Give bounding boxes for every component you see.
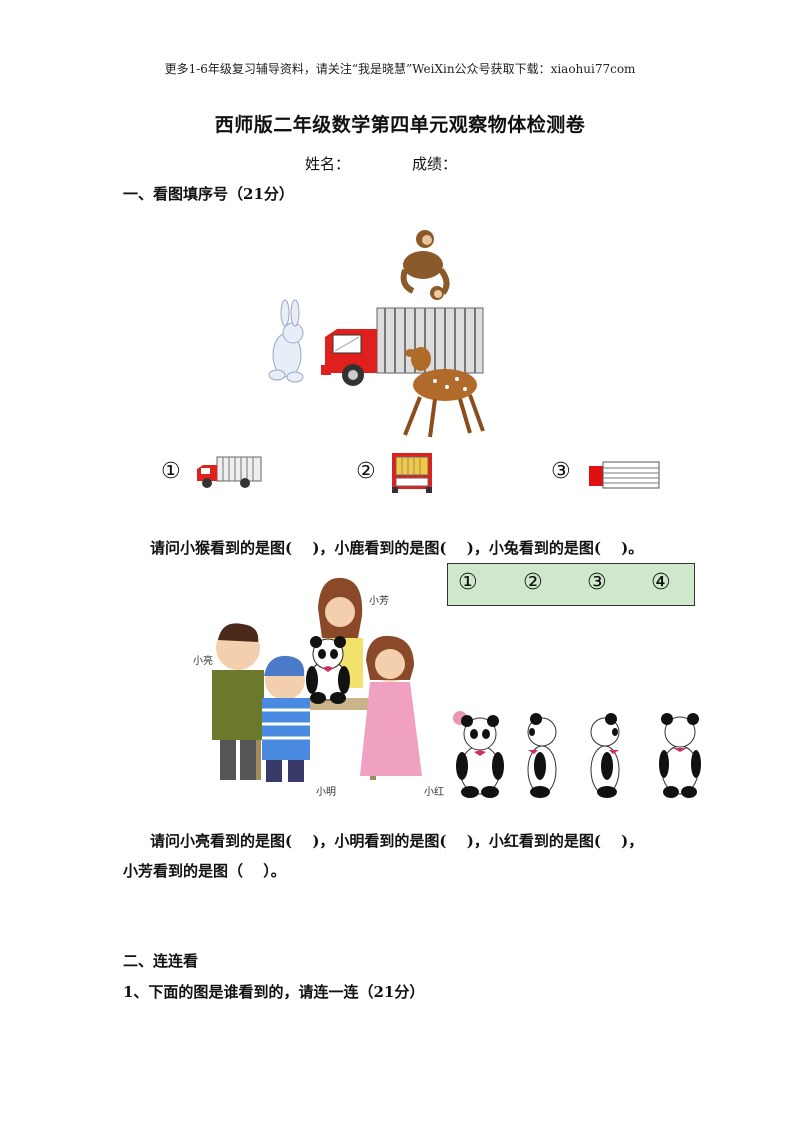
- section1-heading: 一、看图填序号（21分）: [123, 185, 294, 203]
- page-title: 西师版二年级数学第四单元观察物体检测卷: [214, 114, 586, 136]
- name-label: 姓名：: [305, 155, 351, 173]
- question-panda-line1: 请问小亮看到的是图( )，小明看到的是图( )，小红看到的是图( )，: [150, 832, 644, 850]
- panda-front-view-icon: [453, 711, 504, 798]
- choice-2: ②: [523, 570, 543, 595]
- children-panda-scene-illustration: [212, 577, 422, 782]
- panda-back-view-icon: [659, 713, 701, 798]
- option-3-label: ③: [551, 459, 571, 484]
- choice-3: ③: [587, 570, 607, 595]
- rabbit-illustration: [268, 299, 304, 383]
- option-2-label: ②: [356, 459, 376, 484]
- header-note: 更多1-6年级复习辅导资料，请关注“我是晓慧”WeiXin公众号获取下载：xia…: [164, 62, 636, 76]
- label-xiaofang: 小芳: [369, 596, 389, 607]
- score-label: 成绩：: [412, 155, 458, 173]
- label-xiaohong: 小红: [424, 787, 444, 798]
- truck-top-view-icon: [589, 461, 660, 489]
- option-1-label: ①: [161, 459, 181, 484]
- section2-heading: 二、连连看: [123, 952, 199, 970]
- panda-side-left-view-icon: [527, 713, 557, 798]
- truck-side-view-icon: [197, 456, 262, 488]
- label-xiaoliang: 小亮: [193, 656, 213, 667]
- panda-choice-box: ① ② ③ ④: [447, 563, 695, 606]
- monkey-illustration: [400, 230, 450, 300]
- choice-1: ①: [458, 570, 478, 595]
- label-xiaoming: 小明: [316, 787, 336, 798]
- deer-illustration: [403, 347, 485, 438]
- panda-side-right-view-icon: [590, 713, 620, 798]
- truck-scene-illustration: [268, 230, 485, 438]
- truck-front-view-icon: [392, 453, 432, 493]
- question-truck: 请问小猴看到的是图( )，小鹿看到的是图( )，小兔看到的是图( )。: [150, 539, 644, 557]
- question-panda-line2: 小芳看到的是图（ ）。: [123, 862, 286, 880]
- section2-sub: 1、下面的图是谁看到的，请连一连（21分）: [123, 983, 425, 1001]
- choice-4: ④: [651, 570, 671, 595]
